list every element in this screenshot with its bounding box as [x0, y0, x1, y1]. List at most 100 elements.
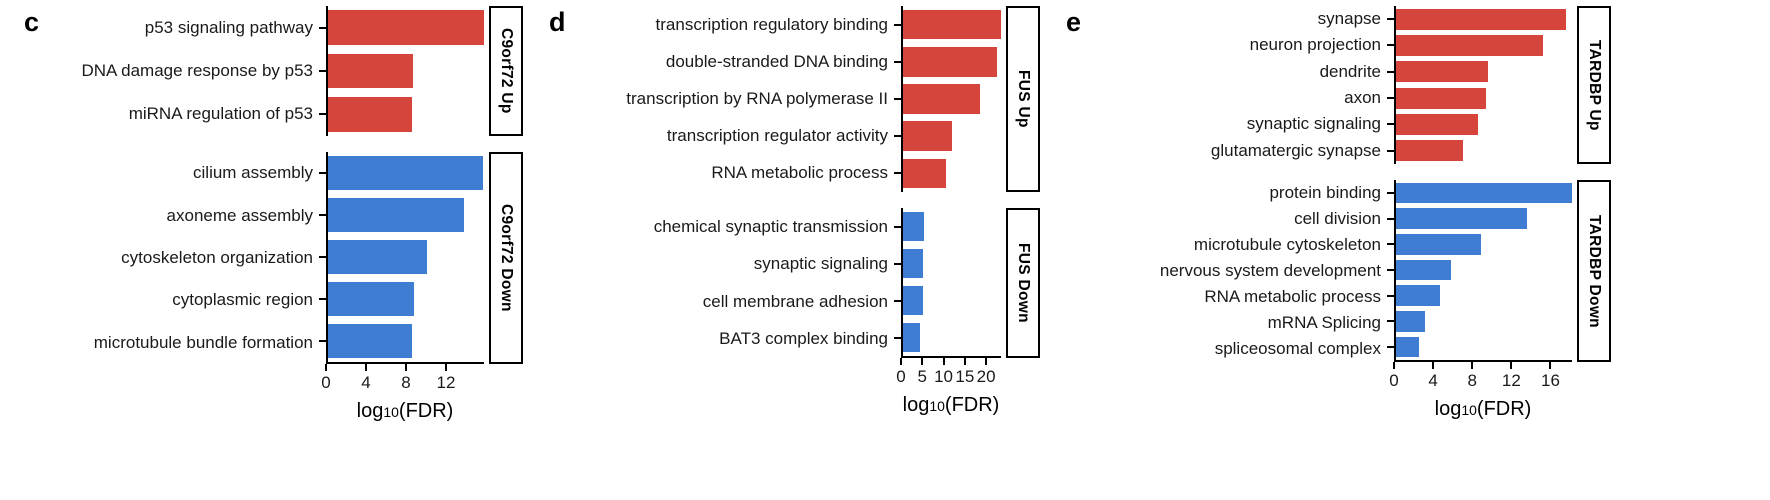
bar-label: mRNA Splicing [1267, 313, 1381, 332]
y-tick [319, 214, 326, 216]
plot-area [319, 152, 484, 364]
bar [328, 96, 412, 132]
bar-row [894, 80, 1001, 117]
x-tick [405, 364, 407, 371]
bar-row [1387, 257, 1572, 283]
bar [1396, 234, 1482, 255]
x-tick [1432, 362, 1435, 369]
bar-row [319, 320, 484, 362]
y-tick [1387, 18, 1394, 21]
axis-title-base: log [902, 394, 930, 416]
x-tick-label: 4 [1428, 371, 1438, 390]
bar-row [894, 43, 1001, 80]
bar [1396, 61, 1488, 83]
bar [1396, 182, 1572, 204]
x-tick [1549, 362, 1552, 369]
bar-label: synapse [1317, 9, 1381, 29]
bar-row [894, 208, 1001, 245]
facet-strip: TARDBP Up [1577, 6, 1611, 164]
x-tick-label: 8 [1467, 371, 1477, 390]
bar-label: neuron projection [1249, 35, 1381, 55]
bar-label: microtubule cytoskeleton [1193, 235, 1381, 254]
bar-label: synaptic signaling [753, 254, 888, 274]
facet-strip-label: C9orf72 Down [498, 204, 515, 312]
x-tick [1510, 362, 1513, 369]
facet-strip: C9orf72 Down [489, 152, 523, 364]
bar-label: RNA metabolic process [1204, 287, 1381, 306]
bar [903, 322, 921, 353]
x-tick-label: 10 [934, 367, 954, 386]
x-tick-label: 15 [955, 367, 975, 386]
facet-strip-label: FUS Up [1015, 70, 1032, 128]
bar-label: transcription by RNA polymerase II [626, 89, 888, 108]
bar-label: dendrite [1319, 61, 1381, 81]
bar [1396, 208, 1528, 229]
bar-label: protein binding [1269, 183, 1381, 202]
bar-row [1387, 231, 1572, 257]
x-tick-label: 12 [436, 373, 456, 392]
bar [328, 10, 484, 45]
x-tick-label: 4 [361, 373, 371, 392]
bar-label: microtubule bundle formation [93, 332, 313, 352]
bar-label: BAT3 complex binding [719, 329, 888, 349]
bar-row [319, 194, 484, 236]
y-tick [319, 340, 326, 342]
bar-row [319, 6, 484, 49]
bar [903, 248, 923, 279]
y-tick [1387, 97, 1394, 100]
axis-title-base: log [1434, 398, 1462, 420]
x-tick [963, 358, 966, 365]
x-tick [942, 358, 945, 365]
bar-row [894, 6, 1001, 43]
bar [903, 121, 952, 152]
x-tick [325, 364, 327, 371]
facet-strip-label: TARDBP Up [1586, 39, 1603, 131]
bar-label: miRNA regulation of p53 [128, 104, 313, 124]
bar-row [1387, 32, 1572, 58]
bar [903, 285, 923, 316]
bar-label: p53 signaling pathway [144, 17, 313, 37]
y-tick [1387, 294, 1394, 297]
facet-strip: FUS Up [1006, 6, 1040, 192]
bar-label: axon [1344, 88, 1381, 108]
bar-row [894, 319, 1001, 356]
bar-label: RNA metabolic process [711, 163, 888, 183]
y-tick [894, 225, 901, 228]
y-tick [894, 299, 901, 302]
y-tick [1387, 149, 1394, 152]
x-tick [445, 364, 447, 371]
bar-row [894, 155, 1001, 192]
x-tick-label: 0 [896, 367, 906, 386]
bar [1396, 311, 1426, 332]
bar-label: chemical synaptic transmission [653, 216, 888, 236]
x-tick-label: 20 [976, 367, 996, 386]
y-tick [1387, 191, 1394, 194]
x-tick [1393, 362, 1395, 369]
bar-row [319, 93, 484, 136]
bar [1396, 140, 1464, 162]
axis-title-rest: (FDR) [1476, 398, 1532, 420]
bar-row [1387, 59, 1572, 85]
facet-strip-label: TARDBP Down [1586, 214, 1603, 328]
plot-area [1387, 180, 1572, 362]
y-tick [894, 60, 901, 63]
plot-area [894, 6, 1001, 192]
bar [1396, 259, 1451, 281]
y-tick [319, 256, 326, 258]
x-tick-label: 5 [917, 367, 927, 386]
bar-label: glutamatergic synapse [1210, 140, 1381, 160]
bar [1396, 285, 1440, 307]
y-tick [1387, 243, 1394, 246]
